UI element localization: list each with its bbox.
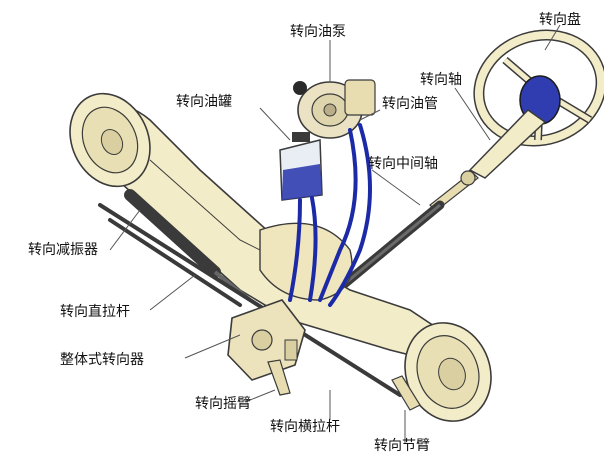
knuckle-arm: [391, 375, 421, 411]
drag-link: [108, 218, 242, 307]
label-reservoir: 转向油罐: [176, 94, 232, 110]
steering-wheel: [473, 29, 604, 147]
left-hub: [69, 92, 151, 188]
label-integral-gear: 整体式转向器: [60, 352, 144, 368]
label-oil-pipe: 转向油管: [382, 96, 438, 112]
right-hub: [404, 322, 492, 422]
label-knuckle-arm: 转向节臂: [374, 438, 430, 454]
tie-rod: [98, 203, 402, 397]
label-power-steering-pump: 转向油泵: [290, 24, 346, 40]
label-steering-wheel: 转向盘: [539, 11, 581, 28]
label-intermediate-shaft: 转向中间轴: [368, 156, 438, 172]
power-steering-pump: [293, 79, 376, 139]
label-steering-shaft: 转向轴: [420, 72, 462, 88]
label-pitman-arm: 转向摇臂: [195, 396, 251, 412]
leader-lines: [109, 24, 561, 443]
axle-housing: [89, 103, 441, 361]
pitman-arm: [267, 359, 291, 396]
label-drag-link: 转向直拉杆: [60, 303, 130, 320]
label-steering-damper: 转向减振器: [28, 242, 98, 258]
integral-steering-gear: [227, 299, 306, 381]
label-tie-rod: 转向横拉杆: [270, 419, 340, 435]
oil-pipes: [288, 123, 372, 307]
reservoir: [279, 132, 323, 201]
